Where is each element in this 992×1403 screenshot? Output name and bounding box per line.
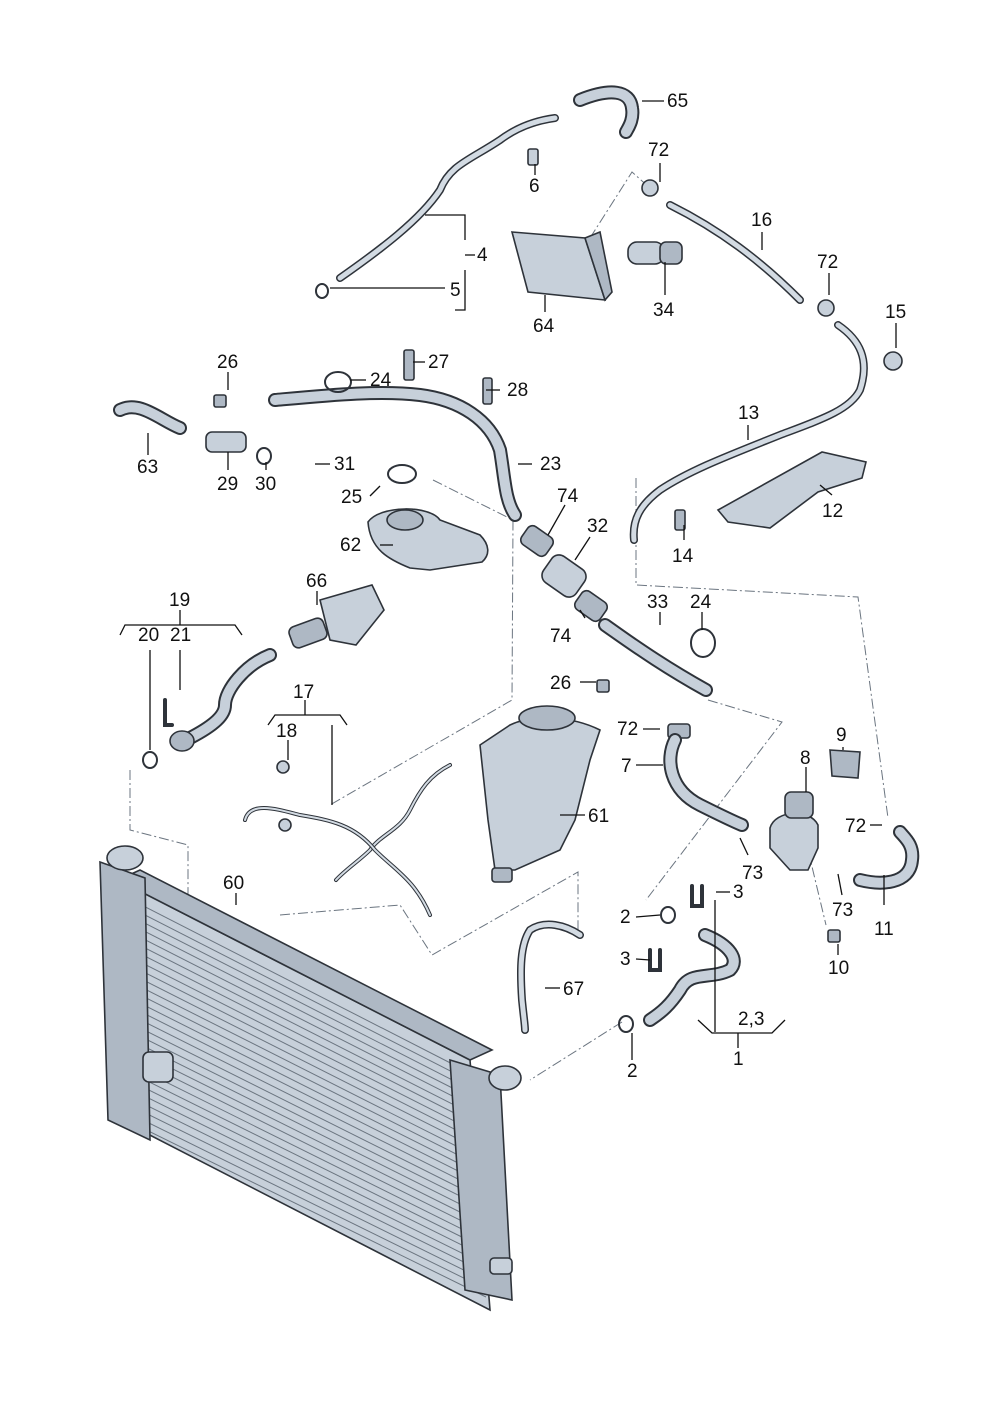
connecting-hose — [519, 524, 609, 623]
callout-label: 13 — [738, 403, 759, 424]
callout-label: 72 — [648, 140, 669, 161]
callout-label: 14 — [672, 546, 694, 567]
callout-label: 19 — [169, 590, 190, 611]
callout-label: 24 — [370, 370, 392, 391]
callout-label: 32 — [587, 516, 608, 537]
callout-label: 65 — [667, 91, 688, 112]
heat-shield — [716, 451, 867, 529]
callout-label: 34 — [653, 300, 675, 321]
callout-label: 29 — [217, 474, 238, 495]
callout-label: 1 — [733, 1049, 744, 1070]
callout-label: 10 — [828, 958, 849, 979]
callout-label: 67 — [563, 979, 584, 1000]
callout-label: 15 — [885, 302, 906, 323]
callout-label: 26 — [550, 673, 571, 694]
callout-label: 28 — [507, 380, 528, 401]
callout-label: 7 — [621, 756, 632, 777]
callout-label: 24 — [690, 592, 712, 613]
callout-label: 11 — [874, 919, 894, 940]
callout-label: 6 — [529, 176, 540, 197]
coolant-flange — [288, 584, 385, 649]
callout-label: 74 — [550, 626, 572, 647]
oil-cooler — [510, 230, 683, 302]
callout-label: 27 — [428, 352, 449, 373]
leader-lines — [119, 100, 897, 1060]
callout-label: 3 — [620, 949, 631, 970]
callout-label: 74 — [557, 486, 579, 507]
callout-label: 72 — [845, 816, 866, 837]
callout-label: 33 — [647, 592, 668, 613]
callout-label: 72 — [617, 719, 638, 740]
callout-label: 3 — [733, 882, 744, 903]
shut-off-valve — [769, 749, 861, 871]
callout-label: 16 — [751, 210, 772, 231]
radiator — [99, 845, 522, 1312]
callout-label: 9 — [836, 725, 847, 746]
callout-label: 72 — [817, 252, 838, 273]
callout-label: 2,3 — [738, 1009, 764, 1030]
hose-19 — [142, 648, 277, 769]
callout-label: 8 — [800, 748, 811, 769]
callout-label: 4 — [477, 245, 488, 266]
callout-label: 26 — [217, 352, 238, 373]
callout-label: 18 — [276, 721, 297, 742]
callout-label: 12 — [822, 501, 843, 522]
wiring-harness — [243, 760, 452, 917]
coolant-pipe-main — [113, 349, 522, 522]
callout-label: 23 — [540, 454, 561, 475]
callout-label: 66 — [306, 571, 327, 592]
callout-label: 64 — [533, 316, 555, 337]
hose-11 — [853, 825, 920, 890]
callout-label: 62 — [340, 535, 361, 556]
callout-label: 60 — [223, 873, 244, 894]
callout-label: 20 — [138, 625, 159, 646]
callout-label: 30 — [255, 474, 276, 495]
lower-hose — [618, 884, 741, 1033]
expansion-tank — [479, 705, 601, 883]
callout-label: 63 — [137, 457, 158, 478]
callout-label: 61 — [588, 806, 609, 827]
hose-7 — [663, 733, 749, 832]
callout-label: 2 — [620, 907, 631, 928]
callout-label: 73 — [742, 863, 763, 884]
callout-label: 17 — [293, 682, 314, 703]
coolant-pipe-67 — [516, 920, 584, 1034]
bleed-pipe-right — [629, 179, 903, 544]
callout-label: 5 — [450, 280, 461, 301]
callout-label: 21 — [170, 625, 191, 646]
callout-label: 2 — [627, 1061, 638, 1082]
fasteners — [213, 394, 841, 943]
callout-label: 25 — [341, 487, 362, 508]
callout-labels: 65 72 6 16 4 5 64 34 72 15 26 24 27 28 1… — [137, 91, 906, 1082]
bleed-pipe-upper — [315, 85, 640, 299]
water-pump — [367, 508, 489, 571]
callout-label: 31 — [334, 454, 355, 475]
callout-label: 73 — [832, 900, 853, 921]
